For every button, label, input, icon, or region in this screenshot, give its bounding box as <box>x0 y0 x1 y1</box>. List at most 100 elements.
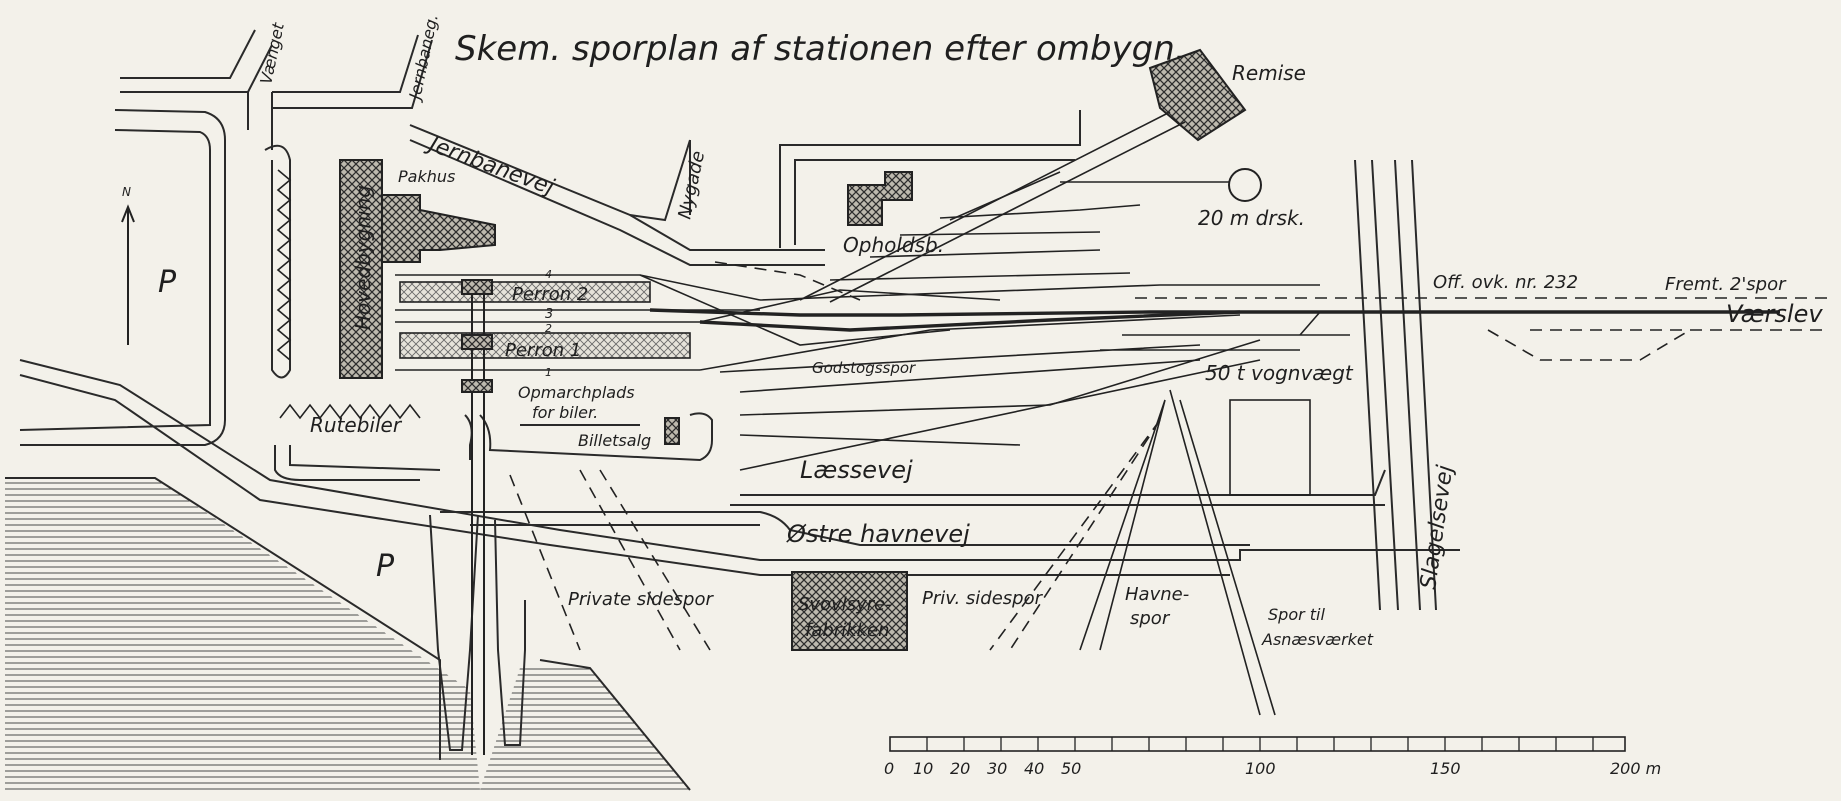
svovlsyrefabrikken <box>791 571 908 651</box>
vaerslev-label: Værslev <box>1726 300 1823 328</box>
priv-siding-east-1 <box>989 419 1161 651</box>
main-line-vaerslev <box>649 308 1780 317</box>
scale-tick-100: 100 <box>1245 759 1276 778</box>
perron-1 <box>399 332 691 359</box>
fremt-label: Fremt. 2'spor <box>1665 274 1787 295</box>
road-slagelsevej <box>1354 159 1437 611</box>
track-3-label: 3 <box>545 307 553 322</box>
road-inner-loop <box>274 445 441 481</box>
footbridge-stair-top <box>461 279 493 295</box>
track-2-label: 2 <box>545 322 552 335</box>
pakhus-label: Pakhus <box>398 167 455 186</box>
parking-serpentine <box>264 144 291 379</box>
scale-tick-200: 200 m <box>1610 759 1661 778</box>
scale-tick-50: 50 <box>1061 759 1081 778</box>
hovedbygning <box>339 159 383 379</box>
siding-2 <box>829 272 1131 281</box>
laessevej-label: Læssevej <box>800 456 913 484</box>
weighbridge-house <box>1229 399 1311 496</box>
jernbanevej-label: Jernbanevej <box>422 131 558 201</box>
godstogsspor <box>719 344 1300 373</box>
future-2nd-track <box>1135 297 1830 361</box>
hovedbygning-label: Hovedbygning <box>351 185 375 330</box>
svovl-label-1: Svovlsyre- <box>798 594 892 615</box>
street-jernbanevej <box>409 124 825 266</box>
north-arrow <box>121 204 135 345</box>
rutebiler-bays <box>279 403 421 420</box>
scale-tick-30: 30 <box>987 759 1007 778</box>
track-4-label: 4 <box>545 268 552 281</box>
street-north-block <box>19 109 226 446</box>
priv-siding-east-2 <box>1009 419 1161 651</box>
slagelsevej-label: Slagelsevej <box>1416 463 1458 591</box>
private-sidespor-label: Private sidespor <box>568 589 714 610</box>
footbridge-stair-mid <box>461 334 493 350</box>
footbridge-stair-low <box>461 379 493 393</box>
oestre-havnevej-label: Østre havnevej <box>786 520 970 548</box>
remise-lead <box>799 111 1171 301</box>
siding-5 <box>939 204 1141 219</box>
opholdsbygning <box>847 171 913 226</box>
siding-3 <box>869 249 1101 258</box>
map-title: Skem. sporplan af stationen efter ombygn… <box>455 29 1186 69</box>
scale-tick-10: 10 <box>913 759 933 778</box>
remise <box>1148 48 1247 142</box>
road-laessevej <box>730 469 1386 506</box>
quay-finger-right <box>494 519 526 746</box>
perron-2-label: Perron 2 <box>512 284 588 305</box>
private-siding-3 <box>599 469 711 651</box>
scale-tick-20: 20 <box>950 759 970 778</box>
nygade-label: Nygade <box>674 149 709 221</box>
street-opholdsb-block <box>779 110 1081 248</box>
private-siding-2 <box>579 469 681 651</box>
siding-south-2 <box>739 339 1261 416</box>
siding-east-1 <box>1299 311 1321 336</box>
siding-south-4 <box>739 359 1261 471</box>
turntable-label: 20 m drsk. <box>1198 206 1305 230</box>
turntable <box>1228 168 1262 202</box>
priv-sidespor-label: Priv. sidespor <box>922 588 1044 609</box>
siding-south-1 <box>739 359 1201 393</box>
harbour-basin <box>480 668 690 790</box>
ovk-label: Off. ovk. nr. 232 <box>1433 272 1578 293</box>
scale-tick-40: 40 <box>1024 759 1044 778</box>
road-oestre-havnevej <box>440 511 1250 546</box>
vognvaegt-label: 50 t vognvægt <box>1205 361 1354 385</box>
siding-4 <box>899 231 1101 236</box>
opmarch-label-1: Opmarchplads <box>518 383 635 402</box>
remise-lead-2 <box>829 121 1186 303</box>
scale-tick-150: 150 <box>1430 759 1461 778</box>
havnespor-label-1: Havne- <box>1125 584 1189 605</box>
future-connection <box>714 261 861 301</box>
pakhus <box>381 194 496 263</box>
scale-bar <box>889 736 1626 752</box>
godstogsspor-label: Godstogsspor <box>812 359 916 377</box>
rutebiler-label: Rutebiler <box>310 413 403 437</box>
siding-1 <box>759 284 1320 301</box>
spor-til-asnaesvaerket <box>1169 389 1276 716</box>
asnaes-label-1: Spor til <box>1268 605 1325 624</box>
street-vaenget <box>120 29 273 150</box>
billetsalg-label: Billetsalg <box>578 431 651 450</box>
north-arrow-label: N <box>122 185 131 199</box>
parking-label-north: P <box>158 265 177 300</box>
billetsalg-building <box>664 417 680 445</box>
remise-label: Remise <box>1232 61 1306 85</box>
private-siding-1 <box>509 474 581 651</box>
asnaes-label-2: Asnæsværket <box>1261 630 1374 649</box>
havnespor <box>1079 399 1166 651</box>
scale-tick-0: 0 <box>884 759 894 778</box>
street-jernbanegade <box>272 34 433 109</box>
parking-zigzag <box>276 169 292 361</box>
opmarch-label-2: for biler. <box>532 403 598 422</box>
vaenget-label: Vænget <box>256 20 288 85</box>
svovl-label-2: fabrikken <box>805 620 890 641</box>
through-line <box>699 310 1241 332</box>
perron-1-label: Perron 1 <box>505 340 581 361</box>
quay-edge <box>5 477 691 791</box>
crossover-c <box>699 314 1241 371</box>
havnespor-label-2: spor <box>1130 608 1171 629</box>
opholdsb-label: Opholdsb. <box>843 233 944 257</box>
harbour-water <box>5 478 480 790</box>
